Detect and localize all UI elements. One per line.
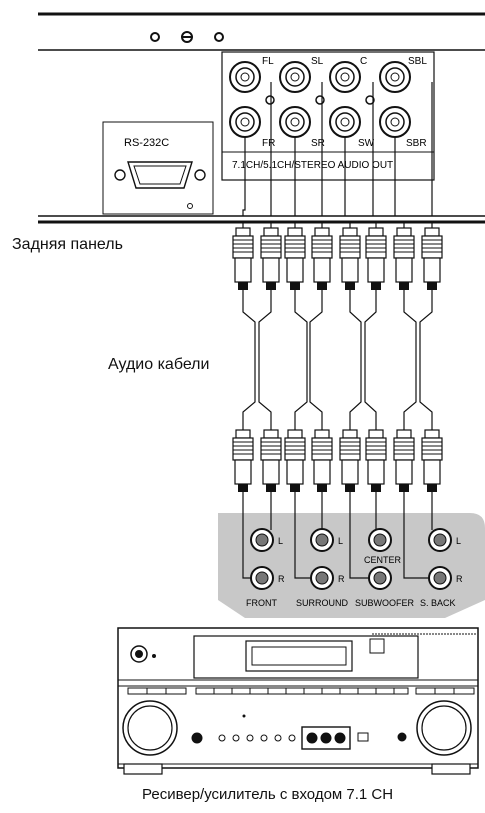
front-r-jack [250,566,274,590]
jack-sbl [379,61,411,93]
power-button [130,645,156,663]
mark-front-r: R [278,574,285,584]
rs232c-port: RS-232C [102,121,214,215]
jack-wires [242,82,433,228]
rear-panel-label: Задняя панель [12,236,123,253]
jack-label-sr: SR [311,138,325,149]
receiver-input-panel [120,513,485,628]
mark-surround-l: L [338,536,343,546]
jack-sr [279,106,311,138]
surround-l-jack [310,528,334,552]
rs232c-label: RS-232C [124,137,169,149]
lower-plugs [232,429,443,493]
jack-label-sw: SW [358,138,375,149]
jack-label-sl: SL [311,56,324,67]
jack-fr [229,106,261,138]
jack-c [329,61,361,93]
player-back-panel [38,12,485,224]
upper-plugs [232,227,443,291]
right-knob [416,700,472,756]
mark-front-l: L [278,536,283,546]
front-controls [191,714,407,750]
left-knob [122,700,178,756]
jack-label-fr: FR [262,138,275,149]
audio-out-panel: 7.1CH/5.1CH/STEREO AUDIO OUT FL SL C SBL… [221,51,435,181]
sback-r-jack [428,566,452,590]
mark-sback-r: R [456,574,463,584]
receiver-front [117,627,479,775]
center-jack [368,528,392,552]
group-front: FRONT [246,598,277,608]
button-strip [127,687,475,695]
front-l-jack [250,528,274,552]
receiver-input-wires [242,492,433,579]
group-sback: S. BACK [420,598,456,608]
audio-cables-label: Аудио кабели [108,356,210,373]
mark-surround-r: R [338,574,345,584]
jack-label-sbr: SBR [406,138,427,149]
jack-fl [229,61,261,93]
mark-sback-l: L [456,536,461,546]
audio-out-label: 7.1CH/5.1CH/STEREO AUDIO OUT [232,160,393,171]
surround-r-jack [310,566,334,590]
jack-label-fl: FL [262,56,274,67]
sback-l-jack [428,528,452,552]
jack-label-c: C [360,56,367,67]
mark-center: CENTER [364,555,402,565]
subwoofer-jack [368,566,392,590]
jack-sw [329,106,361,138]
group-subwoofer: SUBWOOFER [355,598,415,608]
receiver-jacks: L L CENTER L R R R FRONT SURROUND SUBWOO… [246,528,463,608]
jack-sbr [379,106,411,138]
receiver-label: Ресивер/усилитель с входом 7.1 CH [142,786,394,803]
jack-sl [279,61,311,93]
jack-label-sbl: SBL [408,56,427,67]
audio-cables [242,290,433,430]
group-surround: SURROUND [296,598,349,608]
